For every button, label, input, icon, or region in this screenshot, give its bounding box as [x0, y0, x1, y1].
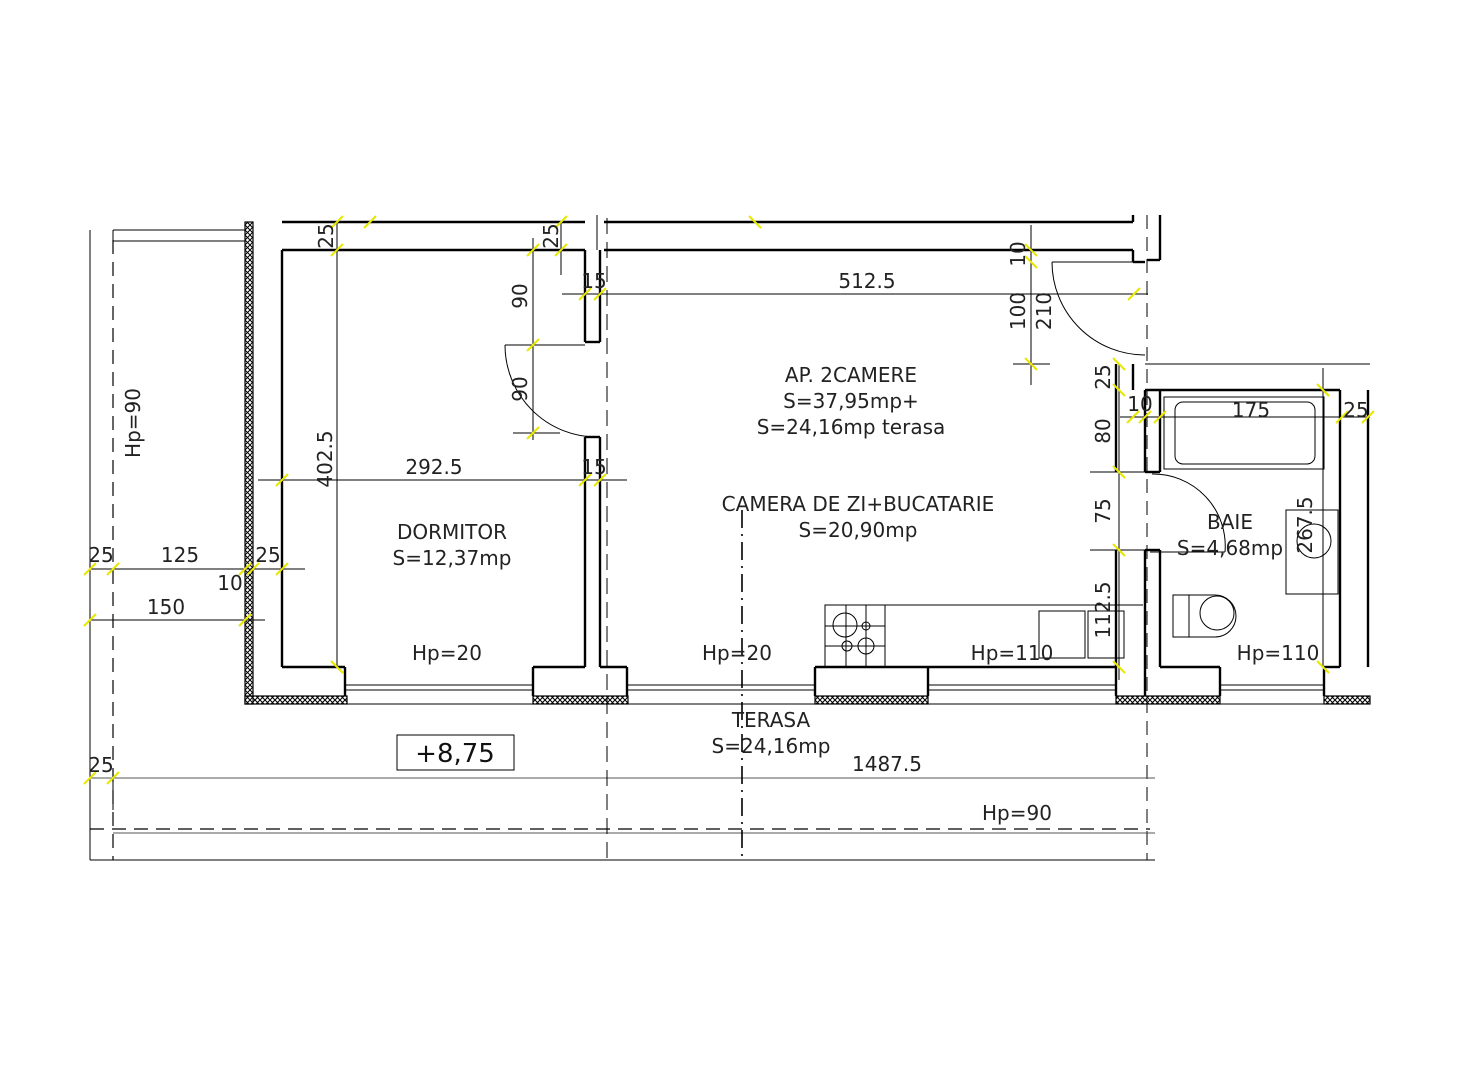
dimension-lines — [90, 222, 1370, 680]
side-terrace-hp: Hp=90 — [121, 388, 145, 458]
exterior-wall-bottom-5 — [1323, 695, 1371, 705]
stove-icon — [832, 612, 875, 655]
washbasin-icon — [1285, 509, 1339, 595]
dim-label: 15 — [581, 269, 606, 293]
room-bathroom: BAIE S=4,68mp Hp=110 — [1177, 510, 1319, 665]
exterior-wall-bottom-2 — [532, 695, 629, 705]
exterior-wall-bottom-1 — [244, 695, 348, 705]
dim-label: 100 — [1006, 292, 1030, 330]
room-name: DORMITOR — [397, 520, 507, 544]
dim-label: 25 — [255, 543, 280, 567]
dim-label: 1487.5 — [852, 752, 922, 776]
sink-icon — [1038, 610, 1125, 659]
dim-label: 10 — [1127, 392, 1152, 416]
top-walls — [282, 215, 1162, 860]
bathroom-door[interactable] — [1150, 473, 1226, 553]
room-hp: Hp=90 — [982, 801, 1052, 825]
room-area: S=4,68mp — [1177, 536, 1283, 560]
dim-label: 25 — [1343, 398, 1368, 422]
room-area: S=20,90mp — [799, 518, 918, 542]
room-hp-right: Hp=110 — [971, 641, 1054, 665]
level-marker-box — [396, 734, 515, 771]
dim-label: 25 — [88, 543, 113, 567]
dim-label: 150 — [147, 595, 185, 619]
dim-label: 210 — [1032, 292, 1056, 330]
dim-label: 90 — [508, 376, 532, 401]
room-hp: Hp=20 — [412, 641, 482, 665]
room-bedroom: DORMITOR S=12,37mp Hp=20 — [393, 520, 512, 665]
level-marker: +8,75 — [415, 739, 495, 769]
bathtub-icon — [1163, 396, 1325, 470]
exterior-wall-bottom-4 — [1115, 695, 1221, 705]
dimension-labels: 25 25 15 90 90 402.5 292.5 15 512.5 10 1… — [88, 223, 1368, 777]
terrace — [90, 218, 1155, 861]
dim-label: 25 — [1091, 364, 1115, 389]
dim-label: 402.5 — [313, 430, 337, 487]
apartment-total-area: S=37,95mp+ — [783, 389, 919, 413]
room-area: S=24,16mp — [712, 734, 831, 758]
dim-label: 25 — [539, 223, 563, 248]
dim-label: 175 — [1232, 398, 1270, 422]
entrance-door[interactable] — [1051, 261, 1146, 356]
dim-label: 75 — [1091, 498, 1115, 523]
side-terrace — [89, 229, 245, 860]
dim-label: 512.5 — [838, 269, 895, 293]
living-walls — [600, 248, 1145, 696]
dim-label: 25 — [314, 223, 338, 248]
room-name: TERASA — [731, 708, 811, 732]
exterior-wall-bottom-3 — [814, 695, 929, 705]
toilet-icon — [1172, 594, 1237, 638]
apartment-summary: AP. 2CAMERE S=37,95mp+ S=24,16mp terasa — [757, 363, 946, 439]
dim-label: 90 — [508, 283, 532, 308]
room-name: CAMERA DE ZI+BUCATARIE — [722, 492, 995, 516]
apartment-terrace-note: S=24,16mp terasa — [757, 415, 946, 439]
room-living-kitchen: CAMERA DE ZI+BUCATARIE S=20,90mp Hp=20 H… — [702, 492, 1053, 665]
bedroom-walls — [252, 248, 1370, 705]
dim-label: 267.5 — [1293, 496, 1317, 553]
room-hp-left: Hp=20 — [702, 641, 772, 665]
dim-label: 112.5 — [1091, 581, 1115, 638]
dim-label: 25 — [88, 753, 113, 777]
room-name: BAIE — [1207, 510, 1253, 534]
kitchen-counter — [824, 604, 1143, 668]
dim-label: 125 — [161, 543, 199, 567]
room-hp: Hp=110 — [1237, 641, 1320, 665]
dim-label: 10 — [1006, 241, 1030, 266]
dim-label: 10 — [217, 571, 242, 595]
dim-label: 292.5 — [405, 455, 462, 479]
exterior-wall-left — [244, 221, 254, 705]
room-area: S=12,37mp — [393, 546, 512, 570]
dimension-ticks — [83, 215, 1375, 785]
dim-label: 15 — [581, 455, 606, 479]
room-terrace: TERASA S=24,16mp Hp=90 — [712, 708, 1052, 825]
bathroom-walls — [1131, 363, 1370, 696]
apartment-title: AP. 2CAMERE — [785, 363, 917, 387]
bedroom-door[interactable] — [504, 344, 598, 438]
dim-label: 80 — [1091, 418, 1115, 443]
